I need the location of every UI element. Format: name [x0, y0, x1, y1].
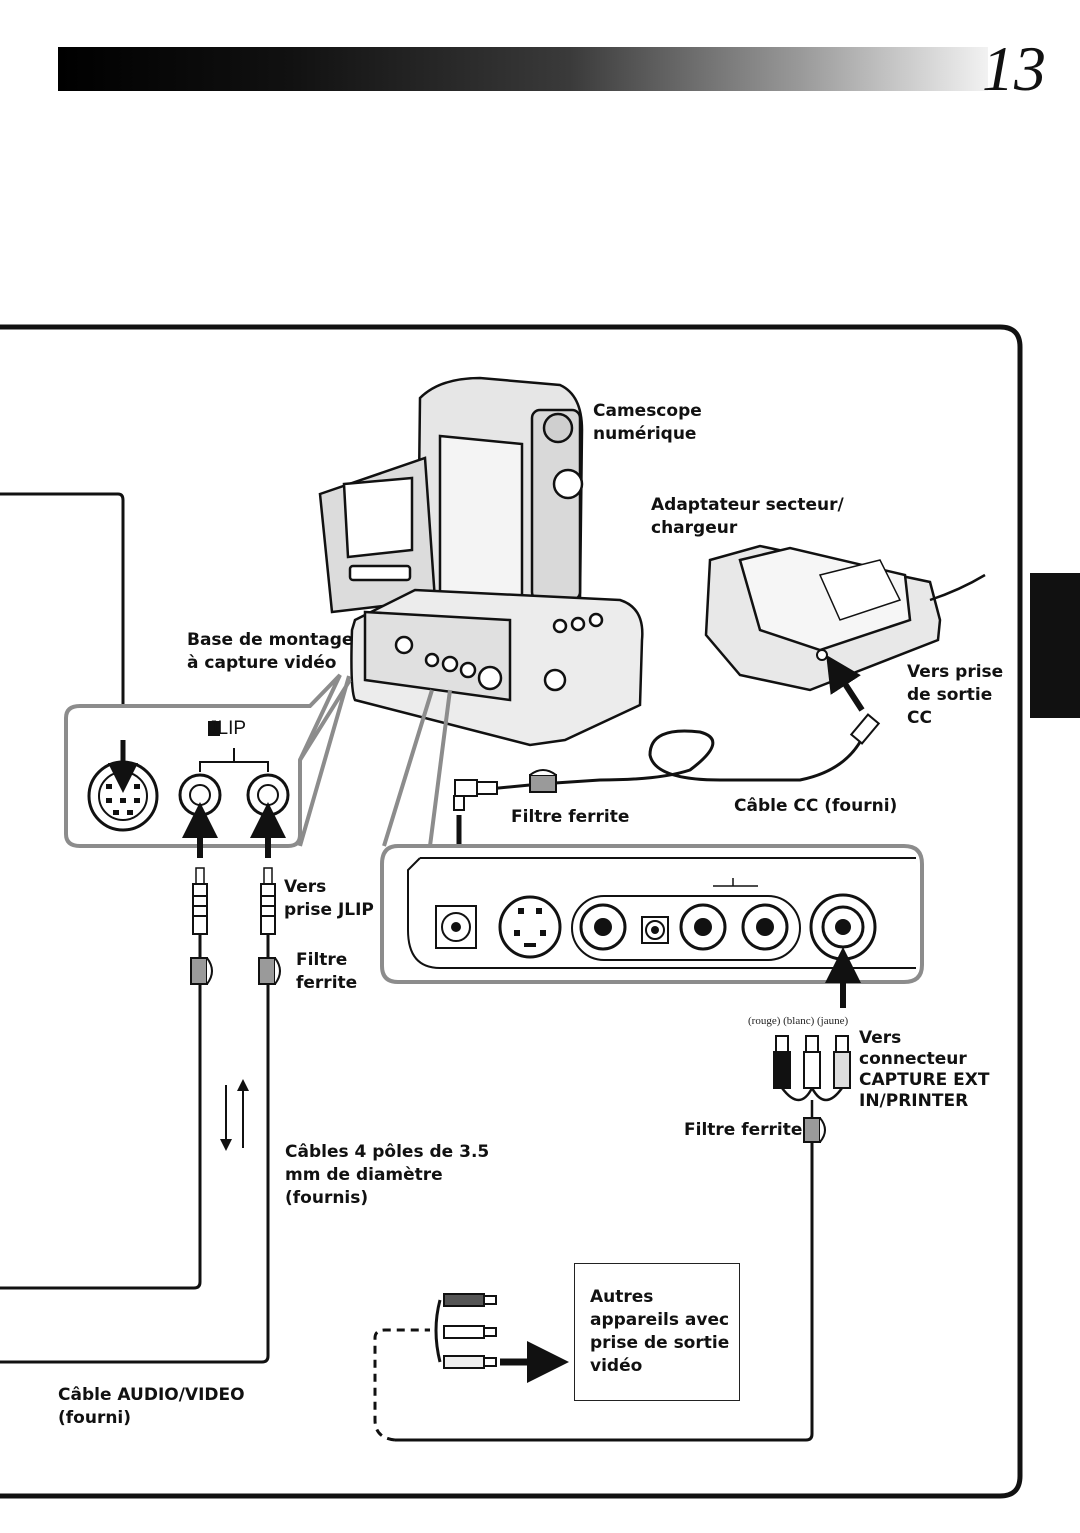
section-side-tab	[1030, 573, 1080, 718]
dc-plug-left-icon	[453, 779, 498, 811]
other-devices-box	[574, 1263, 740, 1401]
ac-adapter-illustration	[704, 544, 986, 692]
panel-callout-lines	[382, 689, 452, 847]
s-video-jack-icon	[498, 895, 562, 959]
header-gradient-bar	[58, 47, 988, 91]
diagram-frame	[0, 324, 1023, 1499]
label-to-jlip: Vers prise JLIP	[284, 877, 374, 920]
label-other-devices: Autres appareils avec prise de sortie vi…	[590, 1287, 730, 1376]
label-camcorder: Camescope numérique	[593, 401, 702, 444]
connector-panel	[380, 844, 924, 984]
dc-out-jack-icon	[816, 649, 828, 661]
rca-plug-bundle-icon	[434, 1293, 497, 1369]
label-ac-adapter: Adaptateur secteur/ chargeur	[651, 495, 844, 538]
ferrite-core-top-icon	[529, 769, 557, 793]
label-dc-cable: Câble CC (fourni)	[734, 796, 898, 816]
page-number: 13	[982, 33, 1046, 104]
pc-cable-line-mid	[0, 985, 202, 1290]
label-plug-colors: (rouge) (blanc) (jaune)	[748, 1015, 849, 1027]
jlip-logo: JLIP	[208, 718, 247, 739]
mini-plug-left-icon	[192, 867, 208, 935]
av-cable-line	[395, 1142, 814, 1442]
pc-cable-line-low	[0, 985, 270, 1364]
dc-plug-right-icon	[849, 713, 881, 745]
label-av-cable: Câble AUDIO/VIDEO (fourni)	[58, 1385, 245, 1428]
label-editing-base: Base de montage à capture vidéo	[187, 630, 354, 673]
mini-plug-right-icon	[260, 867, 276, 935]
ferrite-core-right-icon	[258, 957, 281, 985]
label-ferrite-left: Filtre ferrite	[296, 950, 358, 993]
label-ferrite-top: Filtre ferrite	[511, 807, 630, 827]
bidirectional-arrows-icon	[220, 1079, 249, 1151]
rca-plugs-icon	[773, 1035, 851, 1118]
label-4pole-cables: Câbles 4 pôles de 3.5 mm de diamètre (fo…	[285, 1142, 490, 1208]
camcorder-illustration	[318, 376, 584, 622]
ferrite-core-left-icon	[190, 957, 213, 985]
label-dc-out: Vers prise de sortie CC	[907, 662, 1004, 728]
editing-base-illustration	[350, 588, 644, 747]
dc-cable-line	[477, 729, 868, 792]
ferrite-core-right-lower-icon	[803, 1117, 826, 1143]
av-cable-dashed-line	[373, 1328, 430, 1442]
arrow-to-dc-out	[826, 654, 865, 712]
label-ferrite-right: Filtre ferrite	[684, 1120, 803, 1140]
label-capture-ext: Vers connecteur CAPTURE EXT IN/PRINTER	[859, 1028, 990, 1111]
pc-cable-line-top	[0, 492, 125, 760]
